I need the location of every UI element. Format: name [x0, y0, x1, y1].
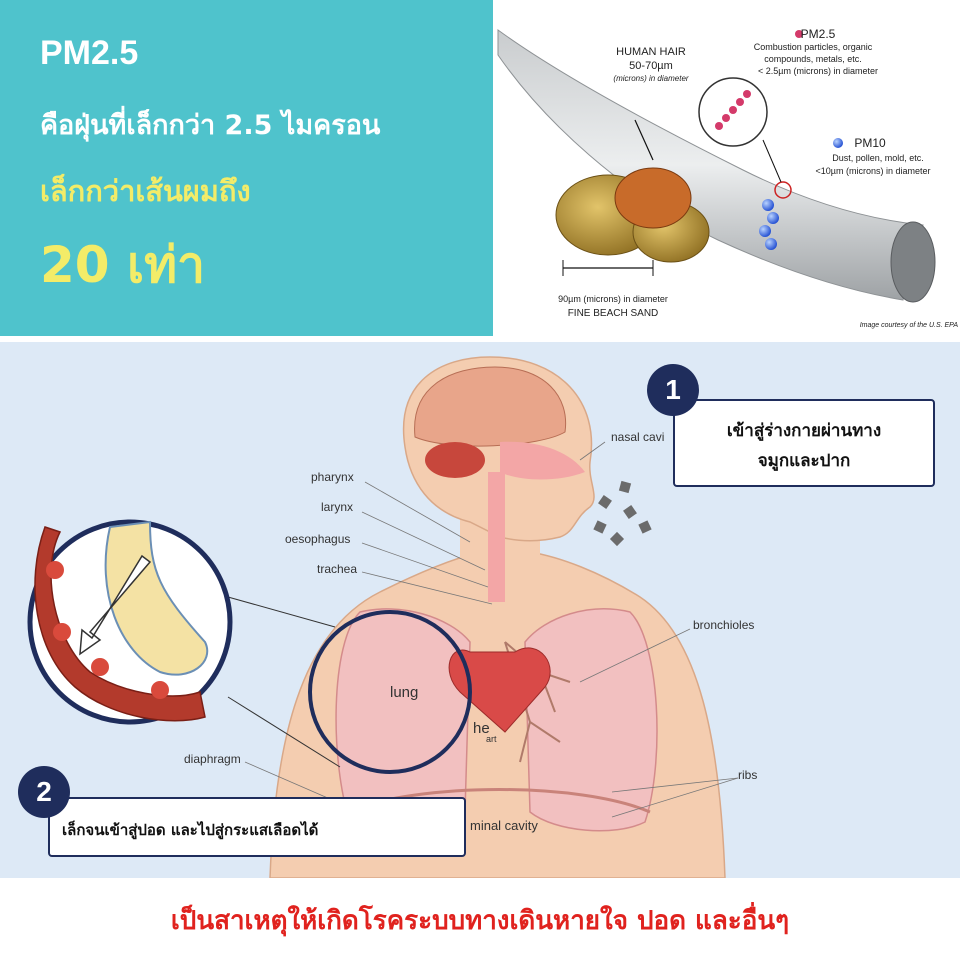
- dust-particles-icon: [593, 480, 652, 547]
- blood-vessel-magnifier: [27, 519, 233, 725]
- callout-entry-route: เข้าสู่ร่างกายผ่านทาง จมูกและปาก: [673, 399, 935, 487]
- pm25-size: < 2.5µm (microns) in diameter: [758, 66, 878, 76]
- pm25-desc-1: Combustion particles, organic: [753, 42, 873, 52]
- callout-2-text: เล็กจนเข้าสู่ปอด และไปสู่กระแสเลือดได้: [62, 821, 319, 839]
- callout-1-line-2: จมูกและปาก: [757, 451, 851, 471]
- step-2-badge: 2: [18, 766, 70, 818]
- label-trachea: trachea: [317, 562, 358, 576]
- anatomy-illustration: nasal cavi pharynx larynx oesophagus tra…: [0, 342, 960, 878]
- callout-bloodstream: เล็กจนเข้าสู่ปอด และไปสู่กระแสเลือดได้: [48, 797, 466, 857]
- image-credit: Image courtesy of the U.S. EPA: [859, 322, 958, 329]
- sand-label: FINE BEACH SAND: [567, 308, 659, 319]
- step-1-badge: 1: [647, 364, 699, 416]
- label-pharynx: pharynx: [311, 470, 354, 484]
- body-figure: [27, 356, 739, 878]
- label-larynx: larynx: [321, 500, 354, 514]
- pm10-label: PM10: [854, 136, 886, 150]
- pm10-size: <10µm (microns) in diameter: [815, 166, 931, 176]
- lung-zoom-circle: [308, 610, 472, 774]
- hair-illustration: [497, 29, 936, 303]
- particle-entry-arrow-icon: [79, 554, 152, 656]
- panel-line-ratio: 20 เท่า: [40, 236, 206, 294]
- label-heart-b: art: [486, 734, 497, 744]
- info-panel: PM2.5 คือฝุ่นที่เล็กกว่า 2.5 ไมครอน เล็ก…: [0, 0, 493, 336]
- label-abdominal-cavity: minal cavity: [470, 818, 538, 833]
- hair-size: 50-70µm: [629, 60, 673, 72]
- pm25-label: PM2.5: [800, 27, 836, 41]
- pm25-desc-2: compounds, metals, etc.: [764, 54, 862, 64]
- sand-size: 90µm (microns) in diameter: [558, 294, 668, 304]
- callout-1-line-1: เข้าสู่ร่างกายผ่านทาง: [726, 421, 882, 441]
- footer-warning: เป็นสาเหตุให้เกิดโรคระบบทางเดินหายใจ ปอด…: [170, 906, 790, 936]
- panel-line-comparison: เล็กกว่าเส้นผมถึง: [40, 174, 251, 208]
- footer: เป็นสาเหตุให้เกิดโรคระบบทางเดินหายใจ ปอด…: [0, 878, 960, 960]
- label-oesophagus: oesophagus: [285, 532, 351, 546]
- hair-note: (microns) in diameter: [613, 74, 689, 83]
- hair-label: HUMAN HAIR: [616, 46, 686, 58]
- panel-title: PM2.5: [40, 34, 139, 72]
- label-lung: lung: [390, 684, 419, 701]
- label-ribs: ribs: [738, 768, 758, 782]
- label-bronchioles: bronchioles: [693, 618, 755, 632]
- label-diaphragm: diaphragm: [184, 752, 241, 766]
- pm10-particle-icon: [762, 199, 774, 211]
- label-heart-a: he: [473, 720, 490, 737]
- pm10-desc: Dust, pollen, mold, etc.: [832, 153, 924, 163]
- label-nasal-cavity: nasal cavi: [611, 430, 665, 444]
- hair-diagram: HUMAN HAIR 50-70µm (microns) in diameter…: [493, 0, 960, 342]
- panel-line-definition: คือฝุ่นที่เล็กกว่า 2.5 ไมครอน: [40, 110, 381, 141]
